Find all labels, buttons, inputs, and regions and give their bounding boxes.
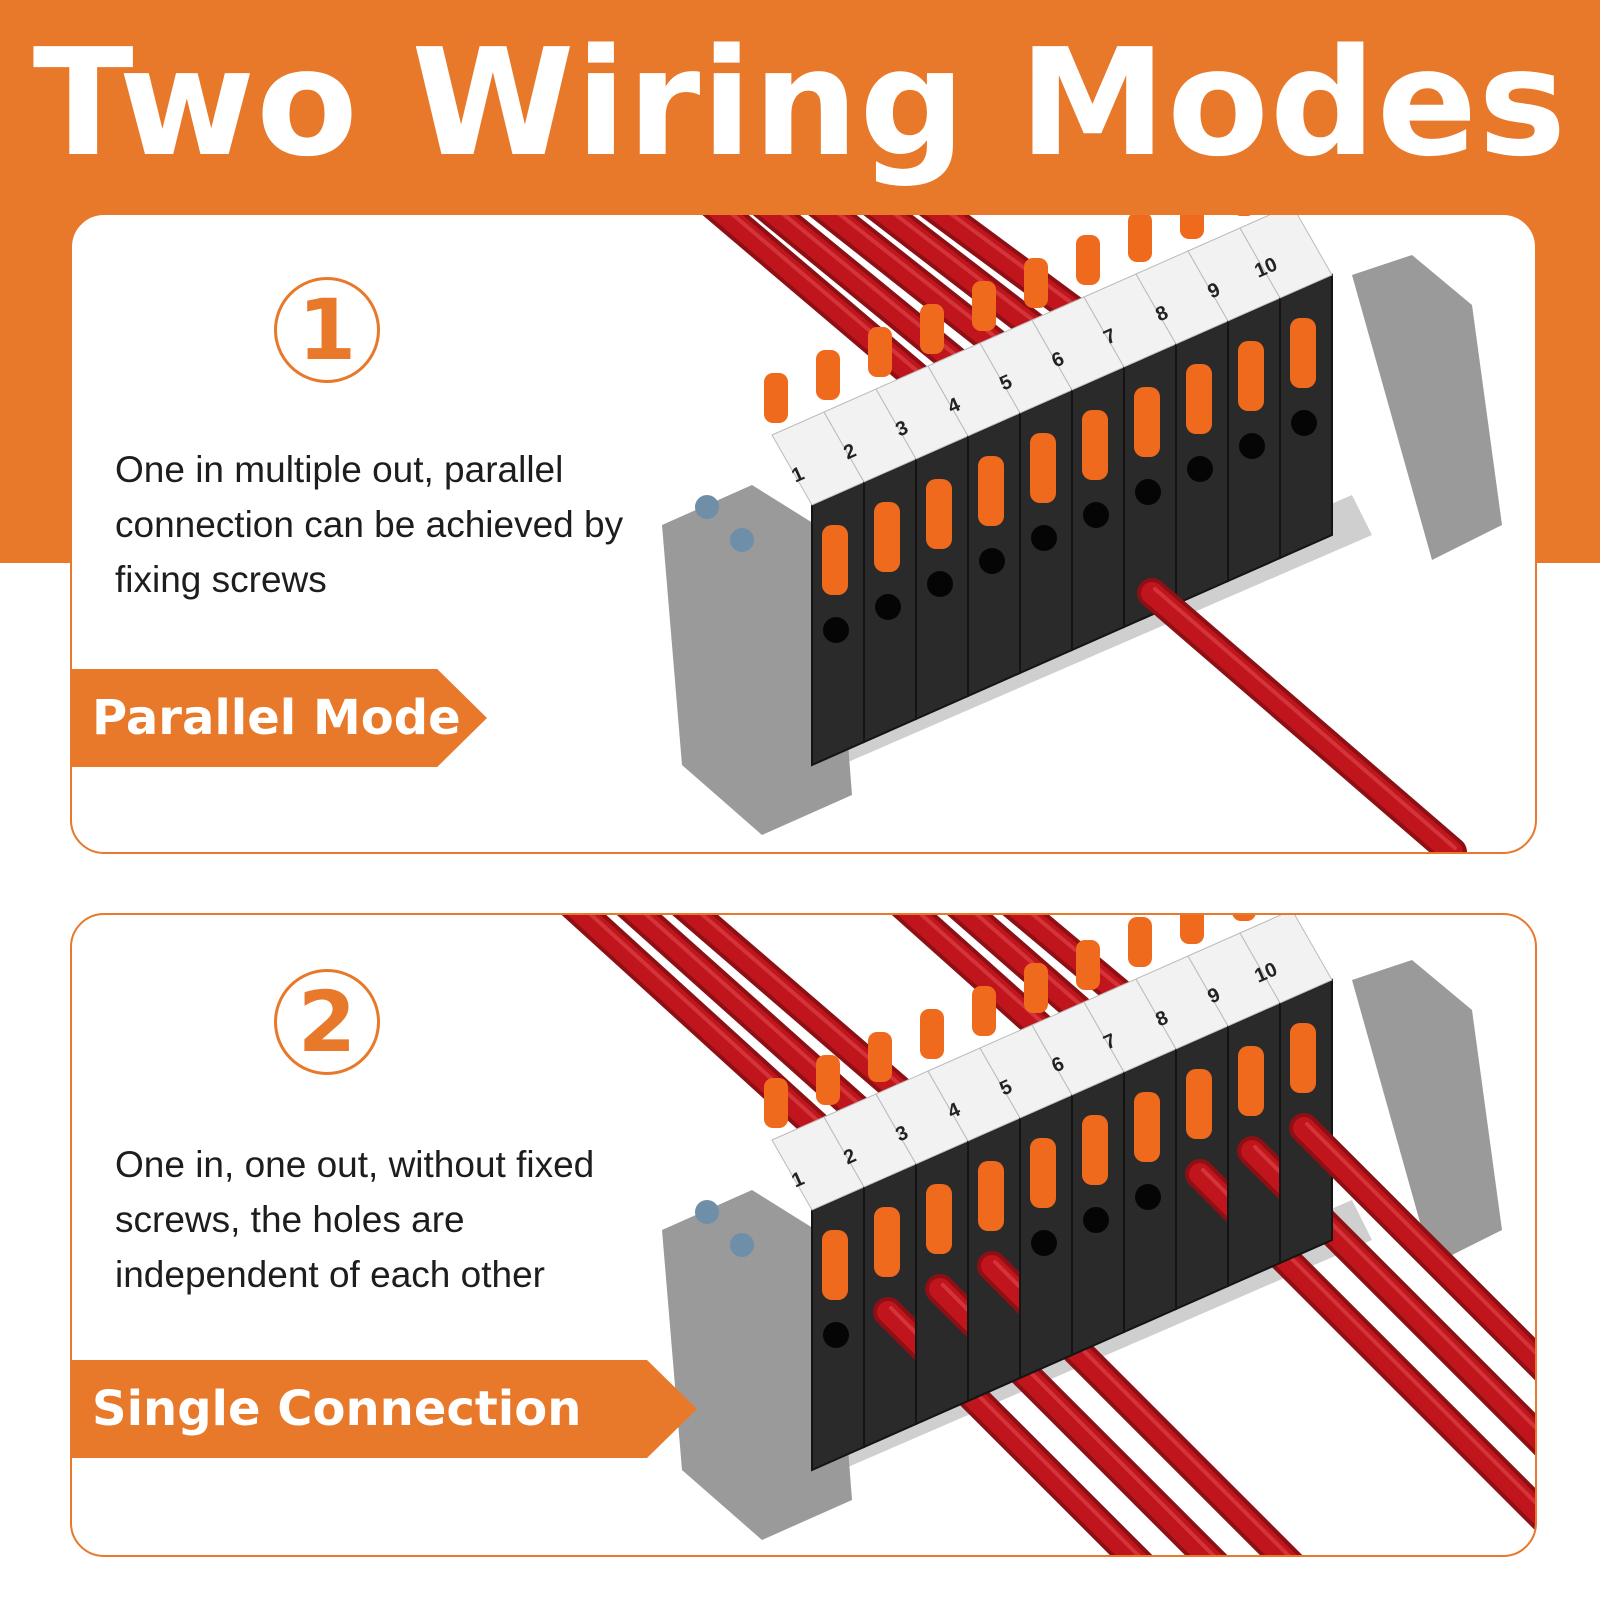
lever-icon xyxy=(1186,1069,1212,1139)
mode-description: One in, one out, without fixed screws, t… xyxy=(115,1144,595,1295)
wire-icon xyxy=(1293,1117,1535,1375)
lever-icon xyxy=(1290,1023,1316,1093)
lever-icon xyxy=(868,1032,892,1082)
lever-icon xyxy=(874,502,900,572)
lever-icon xyxy=(1024,258,1048,308)
wire-hole-icon xyxy=(1135,479,1161,505)
lever-icon xyxy=(1128,215,1152,262)
lever-icon xyxy=(978,456,1004,526)
end-clamp-icon xyxy=(662,1190,852,1540)
screw-icon xyxy=(730,528,754,552)
screw-icon xyxy=(695,495,719,519)
lever-icon xyxy=(816,1055,840,1105)
lever-icon xyxy=(972,281,996,331)
lever-icon xyxy=(764,373,788,423)
lever-icon xyxy=(1134,387,1160,457)
mode-label-tag: Single Connection Mode xyxy=(72,1360,697,1458)
lever-icon xyxy=(1076,235,1100,285)
wire-hole-icon xyxy=(1083,1207,1109,1233)
lever-icon xyxy=(1180,215,1204,239)
lever-icon xyxy=(1030,433,1056,503)
lever-icon xyxy=(822,1230,848,1300)
step-number-badge: 2 xyxy=(274,969,380,1075)
lever-icon xyxy=(1030,1138,1056,1208)
step-number-badge: 1 xyxy=(274,277,380,383)
wire-hole-icon xyxy=(1291,410,1317,436)
lever-icon xyxy=(1232,915,1256,921)
lever-icon xyxy=(1236,215,1252,216)
page-title: Two Wiring Modes xyxy=(32,17,1568,189)
wire-icon xyxy=(1141,582,1463,852)
terminal-label-strip xyxy=(1239,215,1333,299)
end-clamp-icon xyxy=(662,485,852,835)
lever-icon xyxy=(978,1161,1004,1231)
wire-hole-icon xyxy=(1135,1184,1161,1210)
screw-icon xyxy=(730,1233,754,1257)
lever-icon xyxy=(1290,318,1316,388)
wire-hole-icon xyxy=(823,617,849,643)
wire-hole-icon xyxy=(875,594,901,620)
lever-icon xyxy=(920,304,944,354)
wire-hole-icon xyxy=(927,571,953,597)
lever-icon xyxy=(1024,963,1048,1013)
lever-icon xyxy=(926,479,952,549)
lever-icon xyxy=(1238,341,1264,411)
lever-icon xyxy=(1134,1092,1160,1162)
lever-icon xyxy=(972,986,996,1036)
lever-icon xyxy=(1128,917,1152,967)
wire-hole-icon xyxy=(1187,456,1213,482)
wire-hole-icon xyxy=(1031,1230,1057,1256)
wire-hole-icon xyxy=(823,1322,849,1348)
lever-icon xyxy=(816,350,840,400)
lever-icon xyxy=(822,525,848,595)
wire-icon xyxy=(1153,587,1457,850)
end-clamp-icon xyxy=(1352,255,1502,560)
lever-icon xyxy=(926,1184,952,1254)
wire-hole-icon xyxy=(979,548,1005,574)
wire-hole-icon xyxy=(1239,433,1265,459)
lever-icon xyxy=(764,1078,788,1128)
lever-icon xyxy=(874,1207,900,1277)
wire-icon xyxy=(1305,1122,1535,1355)
lever-icon xyxy=(1186,364,1212,434)
lever-icon xyxy=(1238,1046,1264,1116)
lever-icon xyxy=(1180,915,1204,944)
wire-hole-icon xyxy=(1031,525,1057,551)
end-clamp-icon xyxy=(1352,960,1502,1265)
lever-icon xyxy=(920,1009,944,1059)
mode-description: One in multiple out, parallel connection… xyxy=(115,449,624,600)
lever-icon xyxy=(868,327,892,377)
mode-label-tag: Parallel Mode xyxy=(72,669,487,767)
screw-icon xyxy=(695,1200,719,1224)
lever-icon xyxy=(1082,410,1108,480)
lever-icon xyxy=(1076,940,1100,990)
terminal-label-strip xyxy=(1239,915,1333,1004)
lever-icon xyxy=(1082,1115,1108,1185)
wire-hole-icon xyxy=(1083,502,1109,528)
